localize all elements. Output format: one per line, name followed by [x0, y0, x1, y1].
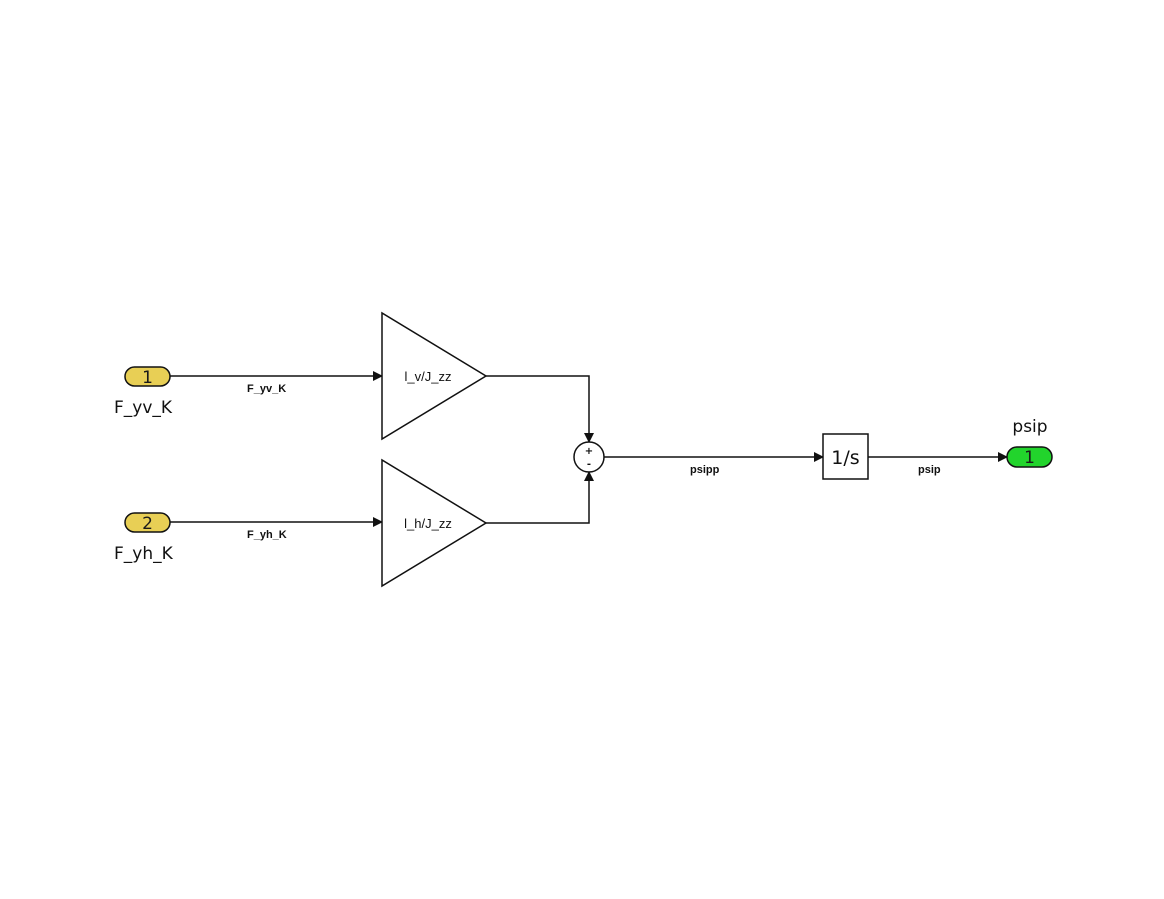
sum-sign-minus: - [587, 459, 591, 470]
signal-label-psipp: psipp [690, 464, 720, 476]
gain-2-label: l_h/J_zz [404, 516, 452, 531]
outport-1[interactable]: 1 psip [1006, 417, 1053, 468]
sum-block[interactable]: + - [573, 441, 605, 473]
signal-label-f-yh-k: F_yh_K [247, 529, 287, 541]
gain-block-2[interactable]: l_h/J_zz [381, 458, 488, 588]
outport-1-number: 1 [1024, 448, 1035, 468]
integrator-label: 1/s [831, 447, 859, 469]
gain-1-triangle[interactable] [381, 311, 488, 441]
inport-1-number: 1 [142, 368, 153, 388]
integrator-block[interactable]: 1/s [822, 433, 869, 480]
outport-1-block[interactable] [1006, 446, 1053, 468]
signal-f-yh-k[interactable]: F_yh_K [170, 517, 383, 541]
inport-2-name: F_yh_K [114, 544, 174, 564]
signal-psip[interactable]: psip [868, 452, 1008, 476]
signal-f-yv-k[interactable]: F_yv_K [170, 371, 383, 395]
signal-line-gain1-to-sum[interactable] [486, 375, 594, 443]
signal-label-f-yv-k: F_yv_K [247, 383, 286, 395]
integrator-box[interactable] [822, 433, 869, 480]
inport-2[interactable]: 2 F_yh_K [114, 512, 174, 564]
signal-label-psip: psip [918, 464, 941, 476]
inport-1[interactable]: 1 F_yv_K [114, 366, 173, 418]
gain-block-1[interactable]: l_v/J_zz [381, 311, 488, 441]
signal-psipp[interactable]: psipp [604, 452, 824, 476]
outport-1-name: psip [1012, 417, 1047, 437]
inport-2-number: 2 [142, 514, 153, 534]
gain-2-triangle[interactable] [381, 458, 488, 588]
inport-1-name: F_yv_K [114, 398, 173, 418]
sum-sign-plus: + [585, 446, 593, 457]
signal-line-gain2-to-sum[interactable] [486, 471, 594, 524]
gain-1-label: l_v/J_zz [405, 369, 452, 384]
